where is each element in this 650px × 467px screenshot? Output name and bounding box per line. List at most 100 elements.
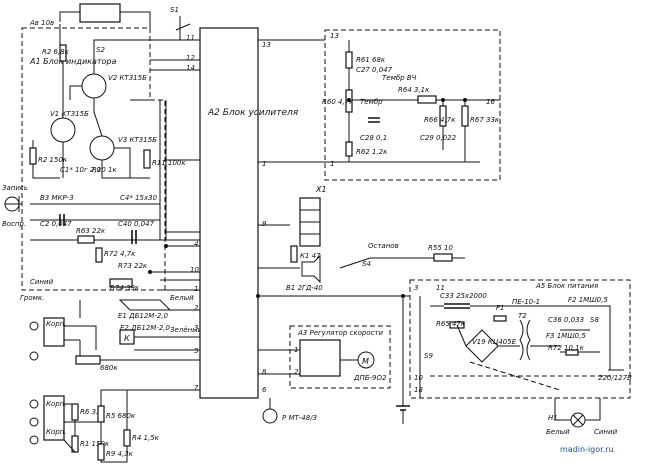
jack-1 [29, 321, 39, 331]
a3-pin-2: 2 [294, 368, 299, 376]
transistor-v2 [81, 73, 107, 99]
top-label: Ав 10в [29, 19, 54, 27]
meter-p [262, 408, 278, 424]
a2-amplifier-block [199, 27, 259, 399]
relay-k-label: К [124, 334, 130, 343]
a3-controller [299, 339, 341, 377]
c40-label: C40 0,047 [118, 220, 155, 228]
a2-pin-10: 10 [190, 266, 199, 274]
a2-pin-6: 6 [262, 386, 267, 394]
a5-pin-3: 3 [414, 284, 418, 292]
a2-pin-5: 5 [194, 347, 199, 355]
transistor-v1 [50, 117, 76, 143]
v3-label: V3 КТ315Б [118, 136, 157, 144]
h1-label: H1 [548, 414, 558, 422]
f1-label: F1 [496, 304, 504, 312]
bridge-label: V19 КЦ405Е [472, 338, 517, 346]
s8-label: S8 [590, 316, 599, 324]
k1-label: К1 47 [300, 252, 321, 260]
s2-label: S2 [96, 46, 105, 54]
head-e1 [118, 299, 172, 311]
mains-label: 220/127В [598, 374, 632, 382]
r10-label: R10 1к [92, 166, 117, 174]
r74-label: R74 39к [110, 284, 140, 292]
r6-label: R6 33к [80, 408, 105, 416]
white-label: Белый [170, 294, 194, 302]
resistor-r64 [417, 95, 437, 104]
resistor-r61 [345, 51, 353, 69]
speaker-b1 [301, 254, 321, 284]
connector-x-top [43, 317, 65, 347]
c28-label: C28 0,1 [360, 134, 387, 142]
resistor-k1 [290, 245, 298, 263]
fuse-f1 [493, 315, 507, 322]
resistor-r2b [29, 147, 37, 165]
transformer-t2 [519, 319, 531, 361]
r61-label: R61 68к [356, 56, 386, 64]
x1-label: X1 [315, 185, 327, 194]
resistor-r55 [433, 253, 453, 262]
c2-label: C2 0,047 [40, 220, 72, 228]
a4-pin-13: 13 [330, 32, 339, 40]
r1-label: R1 150к [80, 440, 110, 448]
b1-label: В1 2ГД-40 [286, 284, 323, 292]
resistor-r62 [345, 141, 353, 157]
c27-label: C27 0,047 [356, 66, 393, 74]
jack-3 [29, 399, 39, 409]
s9-label: S9 [424, 352, 433, 360]
resistor-r72 [95, 247, 103, 263]
a2-pin-1-right: 1 [262, 160, 266, 168]
r55-label: R55 10 [428, 244, 453, 252]
r9-label: R9 4,3к [106, 450, 134, 458]
a5-pin-10: 10 [414, 374, 423, 382]
jack-5 [29, 435, 39, 445]
label-blue-mains: Синий [594, 428, 618, 436]
r64-label: R64 3,1к [398, 86, 430, 94]
label-playback: Воспр. [2, 220, 26, 228]
resistor-r63 [77, 235, 95, 244]
motor-model: ДПБ-9О2 [353, 374, 387, 382]
r5-label: R5 680к [106, 412, 136, 420]
a4-pin-1: 1 [330, 160, 334, 168]
r65-label: R65 47к [436, 320, 466, 328]
f2-label: F2 1МШ0,5 [568, 296, 608, 304]
jack-4 [29, 417, 39, 427]
rectifier-bridge [465, 329, 499, 363]
c29-label: C29 0,022 [420, 134, 457, 142]
a2-left-pins: 11 12 14 4 10 1 2 3 5 7 6 9 8 [186, 34, 267, 394]
t2-label: T2 [518, 312, 527, 320]
e1-label: E1 ДБ12М-2,0 [118, 312, 169, 320]
label-volume: Громк. [20, 294, 44, 302]
jack-2 [29, 351, 39, 361]
resistor-r67 [461, 105, 469, 127]
c1-label: C1* 10г 2,0 [60, 166, 102, 174]
a2-pin-9: 9 [262, 220, 267, 228]
resistor-r6 [71, 403, 79, 421]
r62-label: R62 1,2к [356, 148, 388, 156]
a5-block-label: А5 Блок питания [535, 282, 598, 290]
stop-label: Останов [368, 242, 399, 250]
a2-pin-3: 3 [194, 324, 198, 332]
a4-tone-block [324, 29, 501, 181]
a2-pin-2: 2 [194, 304, 199, 312]
s4-label: S4 [362, 260, 371, 268]
r-680k-label: 680к [100, 364, 118, 372]
a3-block-label: А3 Регулятор скорости [297, 329, 384, 337]
v1-label: V1 КТ315Б [50, 110, 89, 118]
label-case-2: Корп. [46, 400, 67, 408]
r67-label: R67 33к [470, 116, 500, 124]
resistor-r5 [97, 405, 105, 423]
a3-speed-block [289, 325, 391, 389]
c36-label: C36 0,033 [548, 316, 584, 324]
a2-pin-8: 8 [262, 368, 267, 376]
s1-label: S1 [170, 6, 179, 14]
green-label: Зелёный [170, 326, 203, 334]
label-case-1: Корп. [46, 320, 67, 328]
a2-block-label: А2 Блок усилителя [207, 108, 299, 118]
resistor-680k [75, 355, 101, 365]
battery [396, 405, 410, 411]
watermark: madin-igor.ru [560, 445, 614, 454]
r73-label: R73 22к [118, 262, 148, 270]
a2-pin-11: 11 [186, 34, 195, 42]
